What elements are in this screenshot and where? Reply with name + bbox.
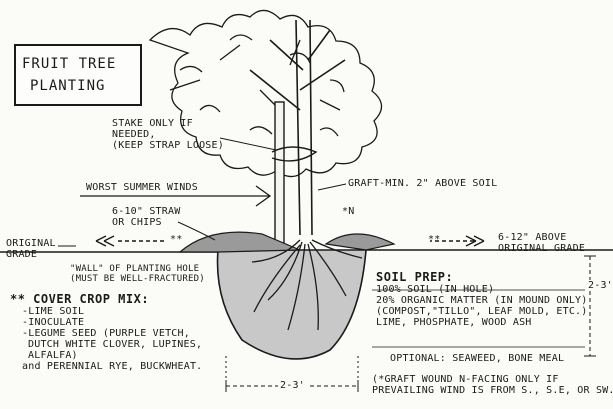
soil-prep-heading: SOIL PREP: [376,270,454,284]
asterisks-left: ** [170,234,183,245]
tree-canopy [148,9,383,178]
stake-note-line: (KEEP STRAP LOOSE) [112,140,224,151]
north-marker: *N [342,206,355,217]
depth-dimension [584,255,596,357]
wall-label: "WALL" OF PLANTING HOLE (MUST BE WELL-FR… [70,264,205,284]
footnote-line: PREVAILING WIND IS FROM S., S.E, OR SW.) [372,385,613,396]
width-label: 2-3' [278,380,307,391]
soil-prep-line: (COMPOST,"TILLO", LEAF MOLD, ETC.) [376,306,588,317]
title-line-1: FRUIT TREE [22,56,117,72]
tree-roots [251,239,363,331]
wall-label-line: "WALL" OF PLANTING HOLE [70,264,200,274]
cover-crop-line: -LIME SOIL [22,306,85,317]
strap [271,146,318,162]
winds-label: WORST SUMMER WINDS [86,182,198,193]
soil-prep-line: LIME, PHOSPHATE, WOOD ASH [376,317,532,328]
straw-label-line: 6-10" STRAW [112,206,181,217]
straw-label-line: OR CHIPS [112,217,162,228]
leader-lines [58,137,347,247]
depth-label: 2-3' [588,280,613,291]
soil-prep-rule [372,289,585,348]
wind-arrow [80,185,272,207]
mound-label: 6-12" ABOVE ORIGINAL GRADE [498,232,585,254]
cover-crop-heading: ** COVER CROP MIX: [10,292,150,306]
planting-hole [216,249,367,360]
stake-note: STAKE ONLY IF NEEDED, (KEEP STRAP LOOSE) [112,118,224,151]
grade-arrows [95,235,485,247]
title-frame [14,44,142,106]
mulch-mound [178,231,396,253]
tree-trunk [249,19,346,236]
footnote: (*GRAFT WOUND N-FACING ONLY IF PREVAILIN… [372,374,613,396]
cover-crop-line: DUTCH WHITE CLOVER, LUPINES, [28,339,203,350]
soil-prep-line: 20% ORGANIC MATTER (IN MOUND ONLY) [376,295,588,306]
mound-label-line: ORIGINAL GRADE [498,243,586,254]
stake-note-line: NEEDED, [112,129,156,140]
asterisks-right: ** [428,234,441,245]
cover-crop-line: -INOCULATE [22,317,85,328]
mound-label-line: 6-12" ABOVE [498,232,567,243]
footnote-line: (*GRAFT WOUND N-FACING ONLY IF [372,374,559,385]
title-line-2: PLANTING [30,78,106,94]
original-grade-line: GRADE [6,249,38,260]
cover-crop-section: ** COVER CROP MIX: -LIME SOIL -INOCULATE… [10,292,202,372]
cover-crop-line: ALFALFA) [28,350,78,361]
cover-crop-line: and PERENNIAL RYE, BUCKWHEAT. [22,361,203,372]
wall-label-line: (MUST BE WELL-FRACTURED) [70,274,205,284]
original-grade-line: ORIGINAL [6,238,56,249]
soil-prep-optional: OPTIONAL: SEAWEED, BONE MEAL [390,353,565,364]
stake-note-line: STAKE ONLY IF [112,118,193,129]
original-grade-label: ORIGINAL GRADE [6,238,56,260]
soil-prep-section: SOIL PREP: 100% SOIL (IN HOLE) 20% ORGAN… [376,270,588,328]
cover-crop-line: -LEGUME SEED (PURPLE VETCH, [22,328,190,339]
graft-label: GRAFT-MIN. 2" ABOVE SOIL [348,178,498,189]
straw-label: 6-10" STRAW OR CHIPS [112,206,180,228]
soil-prep-line: 100% SOIL (IN HOLE) [376,284,495,295]
